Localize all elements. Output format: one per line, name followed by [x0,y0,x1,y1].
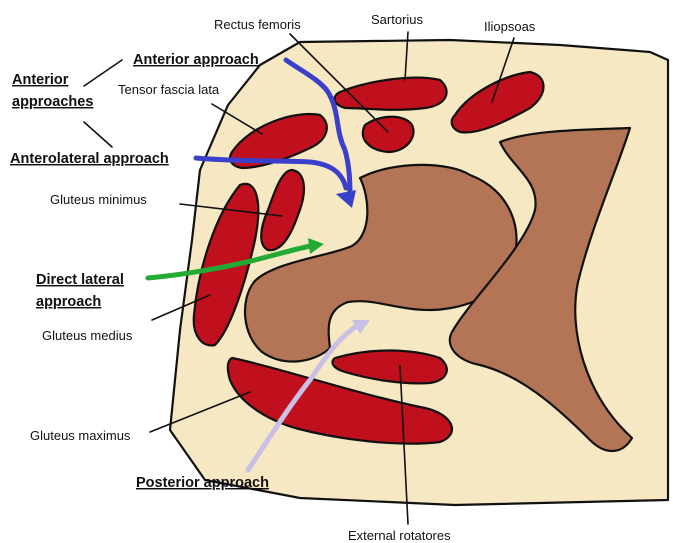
gluteus-minimus-label: Gluteus minimus [50,192,147,207]
iliopsoas-label: Iliopsoas [484,19,536,34]
sartorius-label: Sartorius [371,12,424,27]
anterior-approaches-label-line1: Anterior [12,72,69,88]
direct-lateral-approach-label-line1: Direct lateral [36,272,124,288]
gluteus-medius-label: Gluteus medius [42,328,133,343]
anterior-approach-label: Anterior approach [133,52,259,68]
external-rotatores-label: External rotatores [348,528,451,543]
rectus-femoris-muscle [363,117,414,152]
rectus-femoris-label: Rectus femoris [214,17,301,32]
anterior-approaches-leader-bottom [84,122,112,147]
gluteus-maximus-label: Gluteus maximus [30,428,131,443]
tensor-fascia-lata-label: Tensor fascia lata [118,82,220,97]
anterior-approaches-label-line2: approaches [12,94,93,110]
posterior-approach-label: Posterior approach [136,475,269,491]
direct-lateral-approach-label-line2: approach [36,294,101,310]
anterolateral-approach-label: Anterolateral approach [10,151,169,167]
anterior-approaches-leader-top [84,60,122,86]
